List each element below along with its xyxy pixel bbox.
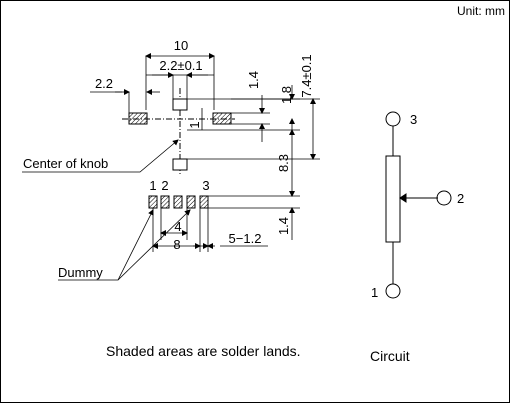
terminal-land-dummy-a bbox=[148, 195, 158, 209]
circuit-pin-3-label: 3 bbox=[410, 112, 417, 127]
dim-7-4-tol: 7.4±0.1 bbox=[299, 54, 314, 97]
terminal-land-dummy-b bbox=[186, 195, 196, 209]
solder-lands-note: Shaded areas are solder lands. bbox=[106, 343, 301, 359]
circuit-terminal-2 bbox=[436, 190, 452, 206]
pin-label-3: 3 bbox=[202, 178, 209, 193]
dim-10: 10 bbox=[174, 38, 188, 53]
unit-label: Unit: mm bbox=[457, 4, 505, 18]
dim-4: 4 bbox=[174, 219, 181, 234]
dim-1-8: 1.8 bbox=[279, 86, 294, 104]
dim-1-4-bottom: 1.4 bbox=[276, 217, 291, 235]
leader-lines bbox=[22, 139, 191, 281]
circuit-pin-1-label: 1 bbox=[371, 285, 378, 300]
circuit-caption: Circuit bbox=[370, 348, 410, 364]
resistor-body bbox=[385, 155, 401, 243]
center-of-knob-label: Center of knob bbox=[23, 156, 108, 171]
dim-8-3: 8.3 bbox=[276, 154, 291, 172]
circuit-pin-2-label: 2 bbox=[457, 191, 464, 206]
center-of-knob-leader bbox=[22, 139, 179, 173]
dummy-leader-b bbox=[117, 209, 191, 281]
terminal-land-3 bbox=[199, 195, 209, 209]
side-land-left bbox=[128, 112, 148, 125]
pin-label-1: 1 bbox=[149, 178, 156, 193]
dim-2-2: 2.2 bbox=[95, 76, 113, 91]
terminal-land-1 bbox=[160, 195, 170, 209]
knob-hole-lower bbox=[172, 158, 188, 171]
land-pattern bbox=[122, 88, 235, 209]
dim-5-1-2: 5−1.2 bbox=[229, 231, 262, 246]
side-land-right bbox=[212, 112, 232, 125]
knob-hole-top bbox=[172, 98, 188, 111]
dim-1-4-top: 1.4 bbox=[246, 71, 261, 89]
circuit-terminal-1 bbox=[385, 283, 401, 299]
dim-1: 1 bbox=[187, 121, 202, 128]
terminal-land-2 bbox=[173, 195, 183, 209]
circuit-symbol bbox=[385, 111, 452, 299]
dimension-lines bbox=[90, 53, 320, 252]
pin-label-2: 2 bbox=[161, 178, 168, 193]
dim-8: 8 bbox=[173, 237, 180, 252]
wiper-arrow bbox=[399, 193, 407, 203]
dummy-label: Dummy bbox=[58, 265, 103, 280]
dim-2-2-tol: 2.2±0.1 bbox=[159, 58, 202, 73]
circuit-terminal-3 bbox=[385, 111, 401, 127]
